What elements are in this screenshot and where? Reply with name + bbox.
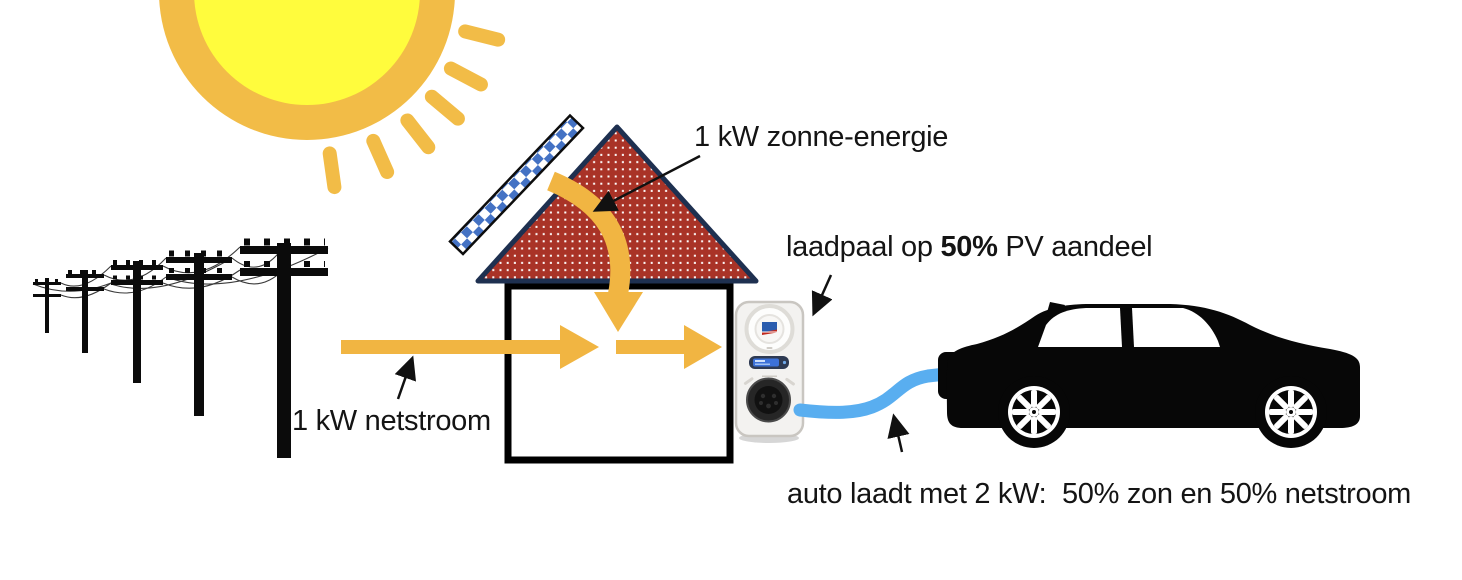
pointer-arrow-cable [887, 413, 910, 453]
grid-flow-arrow-long [341, 325, 599, 369]
label-charger-prefix: laadpaal op [786, 231, 941, 263]
car-front-window [1038, 308, 1122, 347]
pointer-arrow-grid [394, 355, 417, 400]
label-charger-percent: 50% [940, 231, 998, 263]
sun-ray-icon [424, 89, 465, 126]
label-car-charging: auto laadt met 2 kW: 50% zon en 50% nets… [787, 478, 1412, 510]
sun-ray-icon [458, 24, 506, 47]
sun-ray-icon [366, 133, 395, 179]
label-charger-suffix: PV aandeel [997, 231, 1153, 263]
solar-flow-arrow [547, 171, 643, 332]
house-icon [448, 113, 759, 464]
pointer-arrow-solar [592, 154, 701, 212]
pointer-arrow-charger [811, 274, 833, 317]
solar-panel-icon [448, 113, 585, 256]
sun-ray-icon [400, 113, 436, 155]
charger-logo [762, 322, 777, 335]
sun-ray-icon [322, 146, 342, 195]
label-grid-power: 1 kW netstroom [292, 405, 491, 437]
car-front-wheel [998, 376, 1070, 448]
car-mirror [1046, 302, 1065, 317]
label-charger-share: laadpaal op 50% PV aandeel [786, 230, 1153, 265]
sun-ray-icon [443, 61, 488, 92]
charging-station-icon [734, 300, 805, 443]
car-icon [938, 302, 1360, 448]
charging-cable-icon [793, 367, 953, 419]
charger-display [749, 356, 789, 369]
sun-icon [159, 0, 506, 195]
car-rear-wheel [1255, 376, 1327, 448]
grid-flow-arrow-short [616, 325, 722, 369]
car-rear-window [1132, 308, 1220, 347]
label-solar-energy: 1 kW zonne-energie [694, 121, 949, 153]
power-lines-icon [32, 238, 329, 458]
charger-socket [746, 377, 791, 423]
